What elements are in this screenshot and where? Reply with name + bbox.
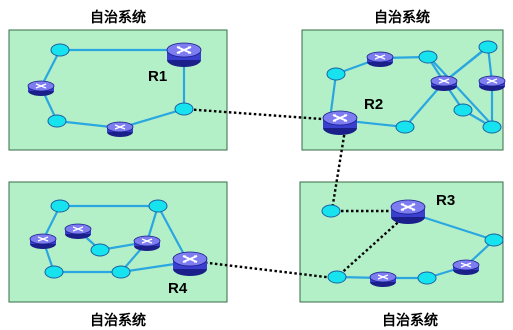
router-icon <box>133 235 161 252</box>
host-node <box>478 40 498 54</box>
host-node <box>50 199 70 213</box>
router-icon <box>64 223 92 240</box>
host-node <box>321 204 341 218</box>
host-node <box>327 270 347 284</box>
host-node <box>47 114 67 128</box>
host-node <box>148 199 168 213</box>
host-node <box>50 43 70 57</box>
router-label-r1: R1 <box>148 68 167 85</box>
as-label-top-right: 自治系统 <box>374 9 430 26</box>
router-r2-icon <box>322 110 358 136</box>
router-r1-icon <box>166 42 202 68</box>
inter-as-links <box>183 107 406 280</box>
as-label-bottom-right: 自治系统 <box>382 312 438 329</box>
router-icon <box>27 80 55 97</box>
host-node <box>418 50 438 64</box>
host-node <box>174 102 194 116</box>
link-r3-r4side <box>336 215 406 278</box>
host-node <box>453 103 473 117</box>
host-node <box>482 120 502 134</box>
host-node <box>484 233 504 247</box>
as-label-bottom-left: 自治系统 <box>90 312 146 329</box>
router-icon <box>106 121 134 138</box>
router-label-r4: R4 <box>168 280 188 297</box>
router-icon <box>478 75 506 92</box>
router-r3-icon <box>390 199 426 225</box>
router-label-r2: R2 <box>364 96 383 113</box>
router-icon <box>452 259 480 276</box>
host-node <box>90 243 110 257</box>
host-node <box>111 265 131 279</box>
router-r4-icon <box>172 251 208 277</box>
as-box-bottom-right <box>299 181 504 303</box>
link-r1-r2 <box>183 107 323 121</box>
link-r2-r3 <box>330 129 347 211</box>
router-label-r3: R3 <box>436 192 455 209</box>
router-icon <box>366 51 394 68</box>
router-icon <box>430 75 458 92</box>
as-label-top-left: 自治系统 <box>90 9 146 26</box>
router-icon <box>29 233 57 250</box>
host-nodes <box>44 40 504 285</box>
host-node <box>417 271 437 285</box>
host-node <box>395 120 415 134</box>
router-icon <box>369 271 397 288</box>
link-r4-r3area <box>199 260 335 280</box>
host-node <box>326 67 346 81</box>
host-node <box>44 265 64 279</box>
